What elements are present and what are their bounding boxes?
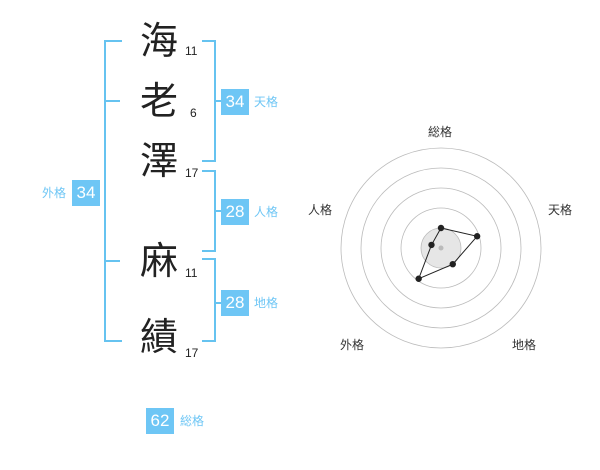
radar-point-5 — [428, 241, 435, 249]
radar-center-dot — [438, 245, 444, 251]
name-char-1: 海 — [140, 19, 179, 63]
soukaku-value: 62 — [146, 408, 174, 434]
name-char-5: 績 — [140, 315, 179, 359]
soukaku-label: 総格 — [180, 414, 205, 428]
radar-ring-5 — [340, 147, 542, 349]
name-char-4: 麻 — [140, 239, 179, 283]
gaikaku-value: 34 — [72, 180, 100, 206]
radar-point-3 — [449, 260, 456, 268]
radar-point-4 — [415, 275, 422, 282]
gaikaku-label: 外格 — [42, 186, 67, 200]
chikaku-value: 28 — [221, 290, 249, 316]
name-char-2: 老 — [140, 79, 179, 123]
radar-rings — [340, 147, 542, 349]
chikaku-bracket — [202, 258, 216, 342]
tenkaku-label: 天格 — [254, 95, 279, 109]
tenkaku-value: 34 — [221, 89, 249, 115]
radar-axis-tenkaku: 天格 — [548, 203, 573, 217]
radar-polygon — [417, 227, 479, 280]
gaikaku-tick-upper — [104, 100, 120, 102]
gaikaku-tick-lower — [104, 260, 120, 262]
stroke-count-1: 11 — [185, 44, 198, 58]
stroke-count-2: 6 — [190, 106, 197, 120]
radar-ring-3 — [380, 187, 502, 309]
radar-axis-jinkaku: 人格 — [308, 203, 333, 217]
chikaku-connector — [214, 302, 222, 304]
radar-points — [415, 224, 481, 282]
radar-point-2 — [473, 233, 481, 240]
gaikaku-bracket — [104, 40, 122, 342]
radar-point-1 — [437, 224, 445, 232]
jinkaku-label: 人格 — [254, 205, 279, 219]
jinkaku-connector — [214, 210, 222, 212]
jinkaku-value: 28 — [221, 199, 249, 225]
radar-axis-chikaku: 地格 — [512, 338, 537, 352]
radar-ring-2 — [400, 207, 482, 289]
stroke-count-3: 17 — [185, 166, 199, 180]
tenkaku-connector — [214, 100, 222, 102]
chikaku-label: 地格 — [254, 296, 279, 310]
radar-axis-soukaku: 総格 — [428, 125, 453, 139]
stroke-count-4: 11 — [185, 266, 198, 280]
stroke-count-5: 17 — [185, 346, 199, 360]
name-char-3: 澤 — [140, 139, 179, 183]
radar-axis-gaikaku: 外格 — [340, 338, 365, 352]
radar-ring-4 — [360, 167, 522, 329]
